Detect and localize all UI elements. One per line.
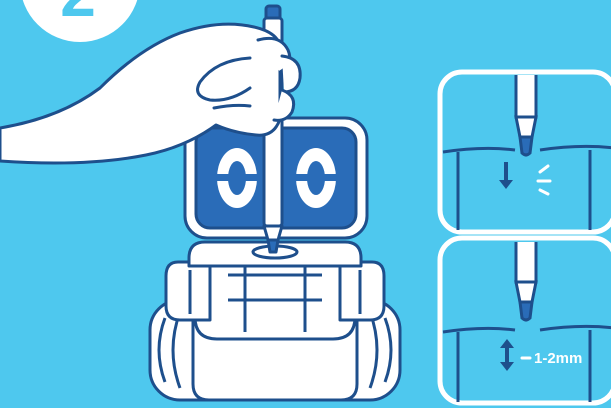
gap-measurement-label: 1-2mm (534, 350, 582, 367)
step-badge: 2 (20, 0, 140, 42)
hand-finger-2 (282, 56, 300, 92)
detail-panel-contact (440, 72, 611, 232)
robot-arm-right (340, 262, 384, 320)
detail-panel-gap: 1-2mm (440, 238, 611, 403)
robot-arm-left (166, 262, 210, 320)
pen-taper (264, 226, 282, 240)
pen-tip (268, 240, 278, 252)
step-number: 2 (60, 0, 96, 30)
robot-torso (195, 255, 355, 339)
